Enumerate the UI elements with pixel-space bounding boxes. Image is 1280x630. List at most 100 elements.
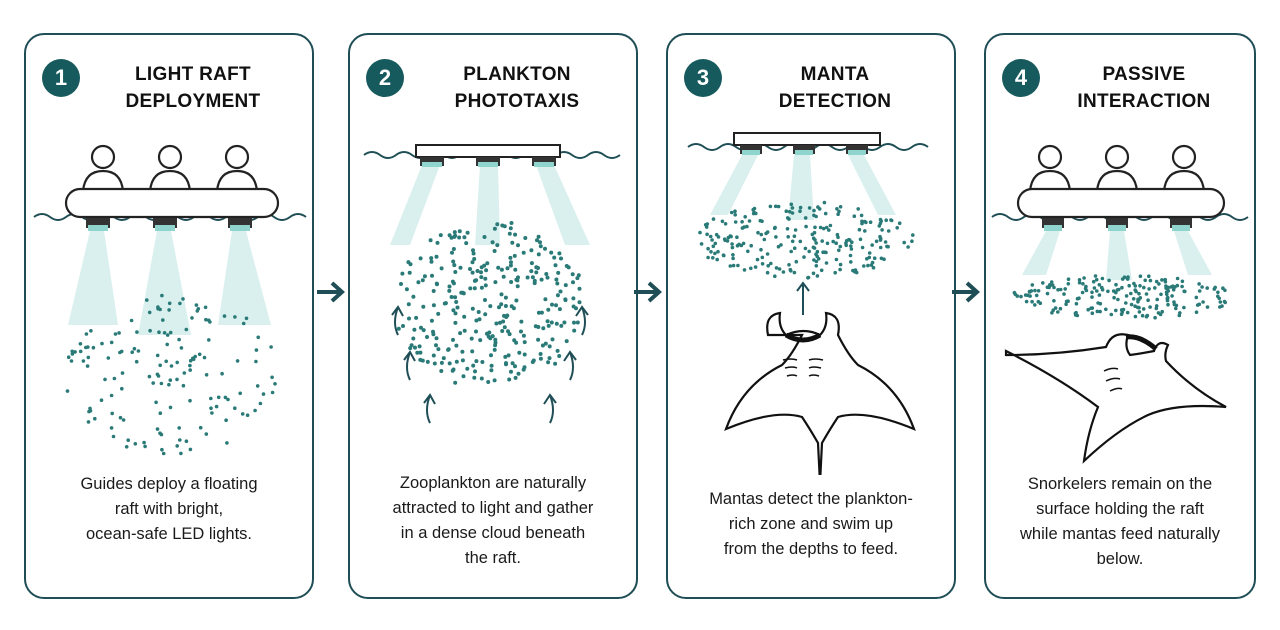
plankton-dot [470,349,475,354]
plankton-dot [431,353,436,358]
plankton-dot [906,245,910,249]
plankton-dot [1141,307,1146,311]
plankton-dot [570,272,575,277]
plankton-dot [182,371,187,375]
plankton-dot [1106,289,1110,294]
plankton-dot [147,310,152,315]
light-beams [710,155,896,220]
plankton-dot [838,262,843,267]
plankton-dot [155,427,160,431]
plankton-dot [883,240,888,244]
plankton-dot [699,242,704,246]
plankton-dot [792,270,797,275]
plankton-dot [1125,277,1130,281]
plankton-dot [240,412,245,416]
plankton-dot [509,304,514,309]
plankton-dot [492,249,497,253]
plankton-dot [483,283,488,288]
plankton-dot [1066,282,1071,286]
plankton-dot [705,222,710,226]
plankton-dot [713,251,717,256]
step-description-line: Mantas detect the plankton- [709,490,913,508]
plankton-dot [400,271,405,276]
plankton-dot [188,358,193,363]
plankton-dot [168,405,173,410]
plankton-dot [510,361,515,366]
plankton-dot [1052,299,1056,303]
plankton-dot [472,257,477,261]
step-title-line: DETECTION [778,91,892,112]
step-description-line: rich zone and swim up [728,515,894,533]
plankton-dot [774,266,779,270]
plankton-dot [555,281,560,286]
plankton-dot [817,207,822,211]
plankton-dot [715,257,719,262]
plankton-dot [733,213,737,217]
plankton-dot [1097,293,1102,297]
plankton-dot [508,255,513,260]
plankton-dot [563,297,568,302]
plankton-dot [546,323,551,328]
plankton-dot [396,326,401,331]
plankton-dot [768,204,773,209]
plankton-dot [508,263,513,268]
plankton-dot [543,297,548,302]
plankton-dot [547,356,552,361]
plankton-dot [571,296,576,301]
plankton-dot [1086,307,1090,312]
plankton-dot [1120,285,1124,290]
right-arrow-icon [634,281,662,303]
plankton-dot [823,211,828,216]
plankton-dot [862,264,866,268]
plankton-dot [743,215,747,219]
plankton-dot [803,246,808,251]
plankton-dot [864,220,868,225]
plankton-dot [1140,313,1145,318]
plankton-dot [814,241,818,245]
plankton-dot [479,270,483,275]
plankton-dot [541,326,546,331]
plankton-dot [480,360,485,364]
plankton-dot [407,270,412,275]
plankton-dot [554,321,559,326]
step-title-line: PASSIVE [1102,64,1186,85]
plankton-dot [1157,282,1161,286]
plankton-dot [889,218,893,222]
plankton-dot [1218,300,1223,304]
plankton-dot [492,226,497,231]
plankton-dot [1182,289,1186,294]
plankton-dot [489,363,494,368]
plankton-dot [497,305,501,310]
plankton-dot [827,228,831,232]
light-beams [1022,231,1212,280]
plankton-dot [1144,292,1149,296]
plankton-dot [731,263,736,268]
plankton-dot [831,239,835,244]
plankton-dot [798,239,803,244]
plankton-dot [557,354,562,358]
plankton-dot [759,247,763,252]
plankton-cloud-icon [65,293,277,456]
plankton-dot [225,441,229,445]
plankton-dot [1171,287,1176,292]
plankton-dot [492,378,497,383]
plankton-dot [792,234,797,238]
step-title: LIGHT RAFT DEPLOYMENT [84,61,302,115]
plankton-dot [447,288,452,293]
plankton-dot [508,226,513,231]
plankton-dot [453,311,458,316]
plankton-dot [472,286,477,291]
plankton-dot [495,222,500,227]
plankton-dot [519,329,523,334]
plankton-dot [1023,293,1028,297]
plankton-dot [530,360,535,364]
plankton-dot [1166,302,1170,307]
passive-interaction-illustration [991,144,1249,464]
step-title-line: MANTA [800,64,870,85]
plankton-dot [470,260,475,265]
plankton-dot [482,235,487,239]
plankton-dot [823,250,827,254]
plankton-dot [557,307,562,312]
step-title-line: PHOTOTAXIS [454,91,580,112]
plankton-dot [457,229,462,234]
